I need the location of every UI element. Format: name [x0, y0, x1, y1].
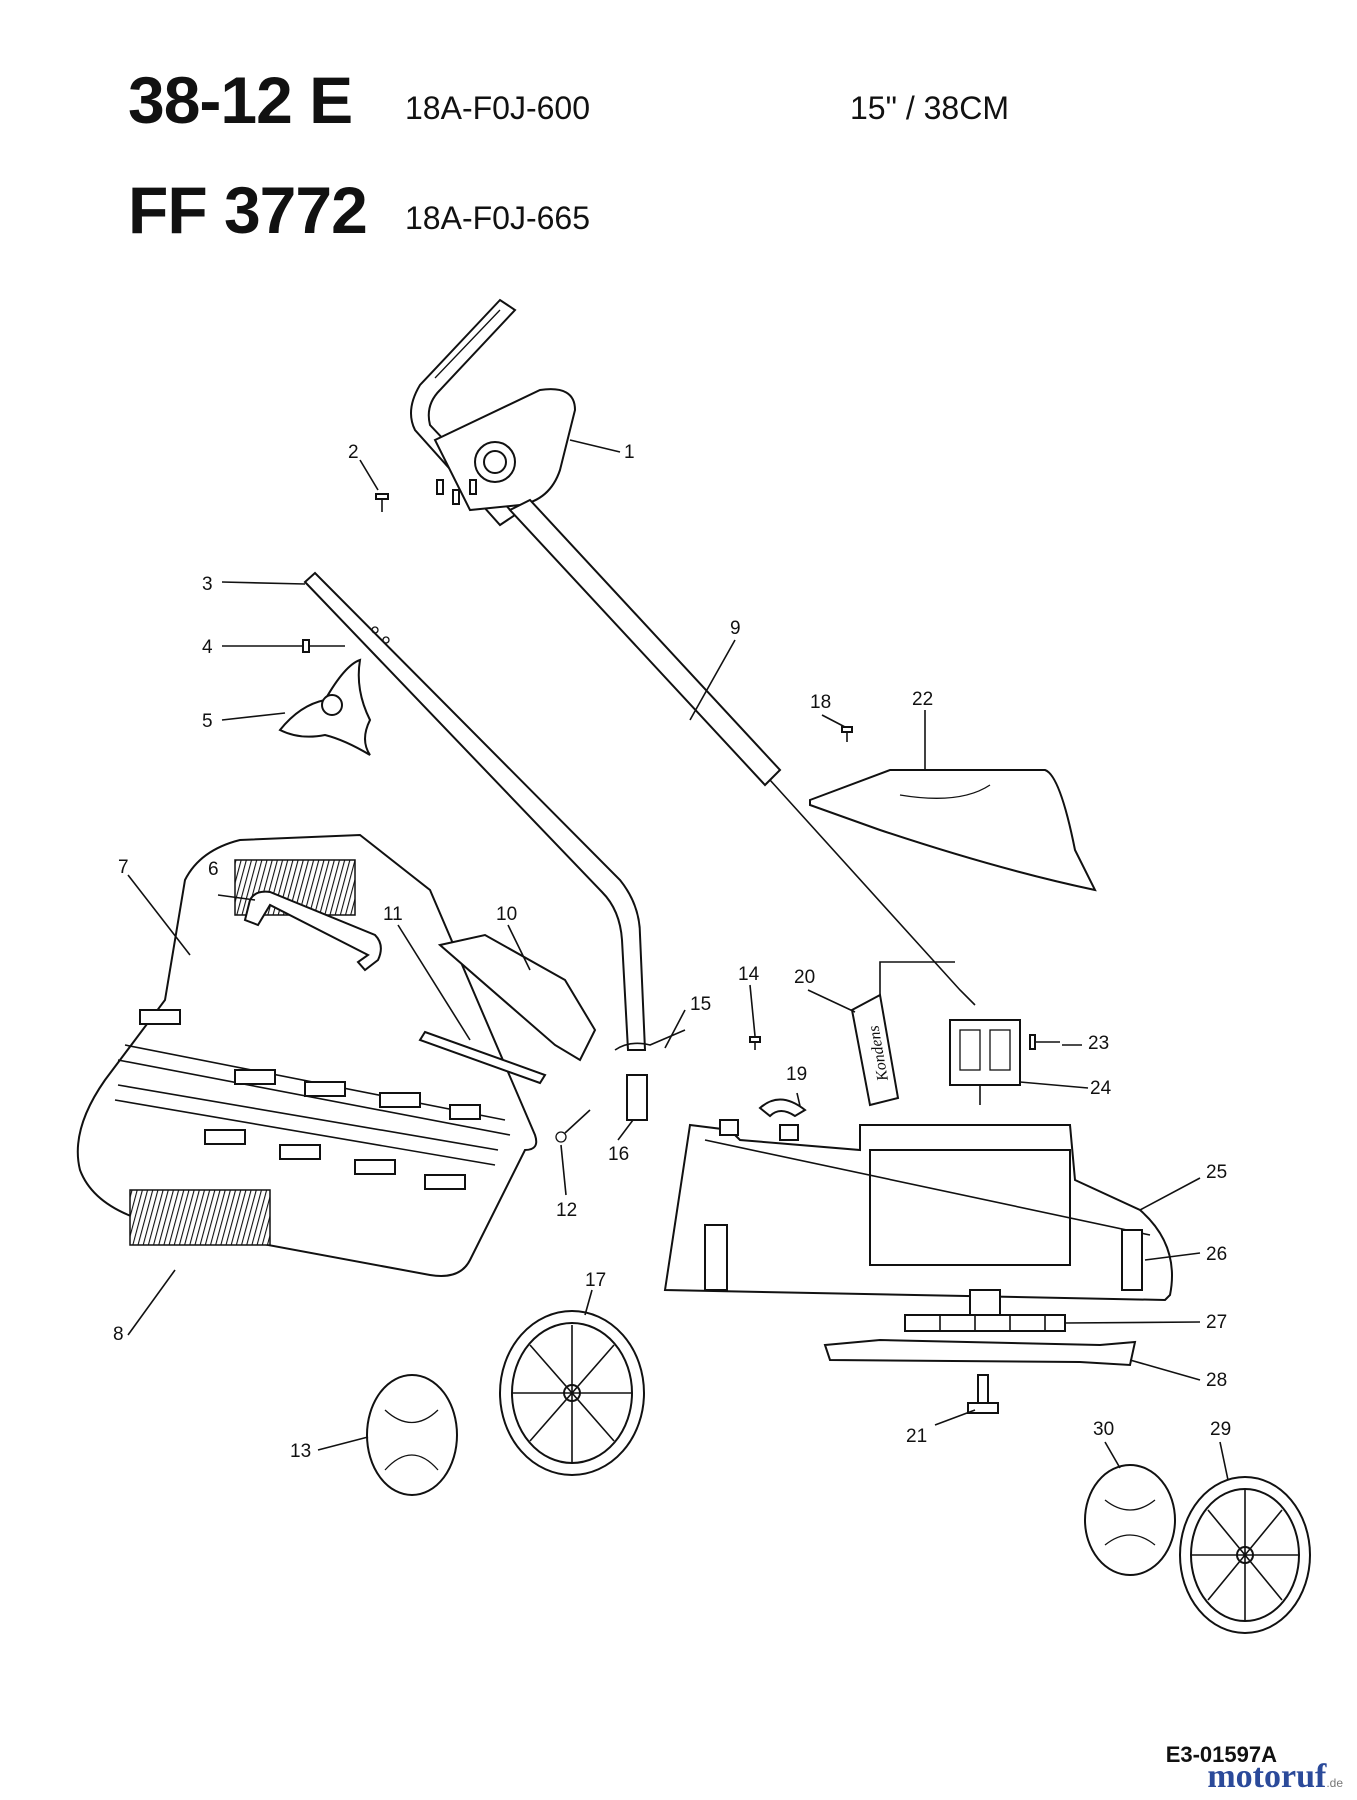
screw-part-23	[1029, 1034, 1060, 1050]
callout-22: 22	[912, 689, 933, 710]
model-title-2: FF 3772	[128, 173, 368, 247]
sleeve-part-16	[626, 1074, 648, 1121]
callout-24: 24	[1090, 1078, 1112, 1099]
callout-21: 21	[906, 1426, 927, 1447]
callout-6: 6	[208, 859, 219, 880]
callout-26: 26	[1206, 1244, 1227, 1265]
callout-18: 18	[810, 692, 831, 713]
callout-8: 8	[113, 1324, 124, 1345]
callout-3: 3	[202, 574, 213, 595]
blade-bolt-part-21	[967, 1374, 999, 1414]
model-title-1: 38-12 E	[128, 63, 353, 137]
logo-text: motoruf	[1207, 1758, 1327, 1795]
spring-part-12	[555, 1109, 591, 1143]
screw-part-2	[375, 493, 389, 512]
callout-10: 10	[496, 904, 517, 925]
upper-handle-part	[410, 298, 577, 527]
screw-part-14	[749, 1036, 761, 1050]
flap-part-10	[437, 933, 597, 1062]
pin-part-15	[614, 1029, 686, 1051]
switch-part-24	[949, 1019, 1021, 1105]
callout-27: 27	[1206, 1312, 1227, 1333]
callout-23: 23	[1088, 1033, 1109, 1054]
deflector-part-22	[809, 769, 1097, 892]
wheel-part-29	[1179, 1476, 1311, 1634]
blade-part-28	[823, 1338, 1137, 1367]
wheel-part-17	[499, 1310, 645, 1476]
rod-part-11	[418, 1030, 547, 1085]
callout-12: 12	[556, 1200, 577, 1221]
callout-5: 5	[202, 711, 213, 732]
model-code-1: 18A-F0J-600	[405, 90, 590, 126]
deck-housing-part-25	[663, 1119, 1173, 1302]
callout-19: 19	[786, 1064, 807, 1085]
callout-16: 16	[608, 1144, 629, 1165]
capacitor-part-20	[850, 961, 955, 1107]
bolt-part-4	[302, 639, 345, 653]
callout-25: 25	[1206, 1162, 1227, 1183]
document-id: E3-01597A	[1165, 1742, 1277, 1767]
lower-handle-part	[303, 571, 647, 1051]
star-knob-part-5	[278, 658, 372, 756]
callout-13: 13	[290, 1441, 311, 1462]
callout-14: 14	[738, 964, 760, 985]
deck-size: 15" / 38CM	[850, 90, 1009, 126]
screw-part-18	[841, 726, 853, 742]
callout-11: 11	[383, 904, 403, 925]
leader-lines	[127, 439, 1229, 1481]
clip-part-19	[758, 1098, 807, 1118]
callout-4: 4	[202, 637, 213, 658]
callout-20: 20	[794, 967, 815, 988]
callout-28: 28	[1206, 1370, 1227, 1391]
model-code-2: 18A-F0J-665	[405, 200, 590, 236]
motoruf-logo[interactable]: motoruf.de	[1207, 1758, 1343, 1796]
callout-9: 9	[730, 618, 741, 639]
logo-suffix: .de	[1326, 1776, 1343, 1790]
callout-labels: 1 2 3 4 5 6 7 8 9 10 11 12 13 14 15 16 1…	[113, 442, 1231, 1462]
hubcap-part-13	[366, 1374, 458, 1496]
grass-catcher-part	[76, 833, 538, 1277]
callout-1: 1	[624, 442, 635, 463]
callout-7: 7	[118, 857, 129, 878]
hubcap-part-30	[1084, 1464, 1176, 1576]
callout-17: 17	[585, 1270, 606, 1291]
callout-29: 29	[1210, 1419, 1231, 1440]
callout-30: 30	[1093, 1419, 1114, 1440]
cable-tube-part	[508, 498, 976, 1006]
callout-2: 2	[348, 442, 359, 463]
callout-15: 15	[690, 994, 711, 1015]
